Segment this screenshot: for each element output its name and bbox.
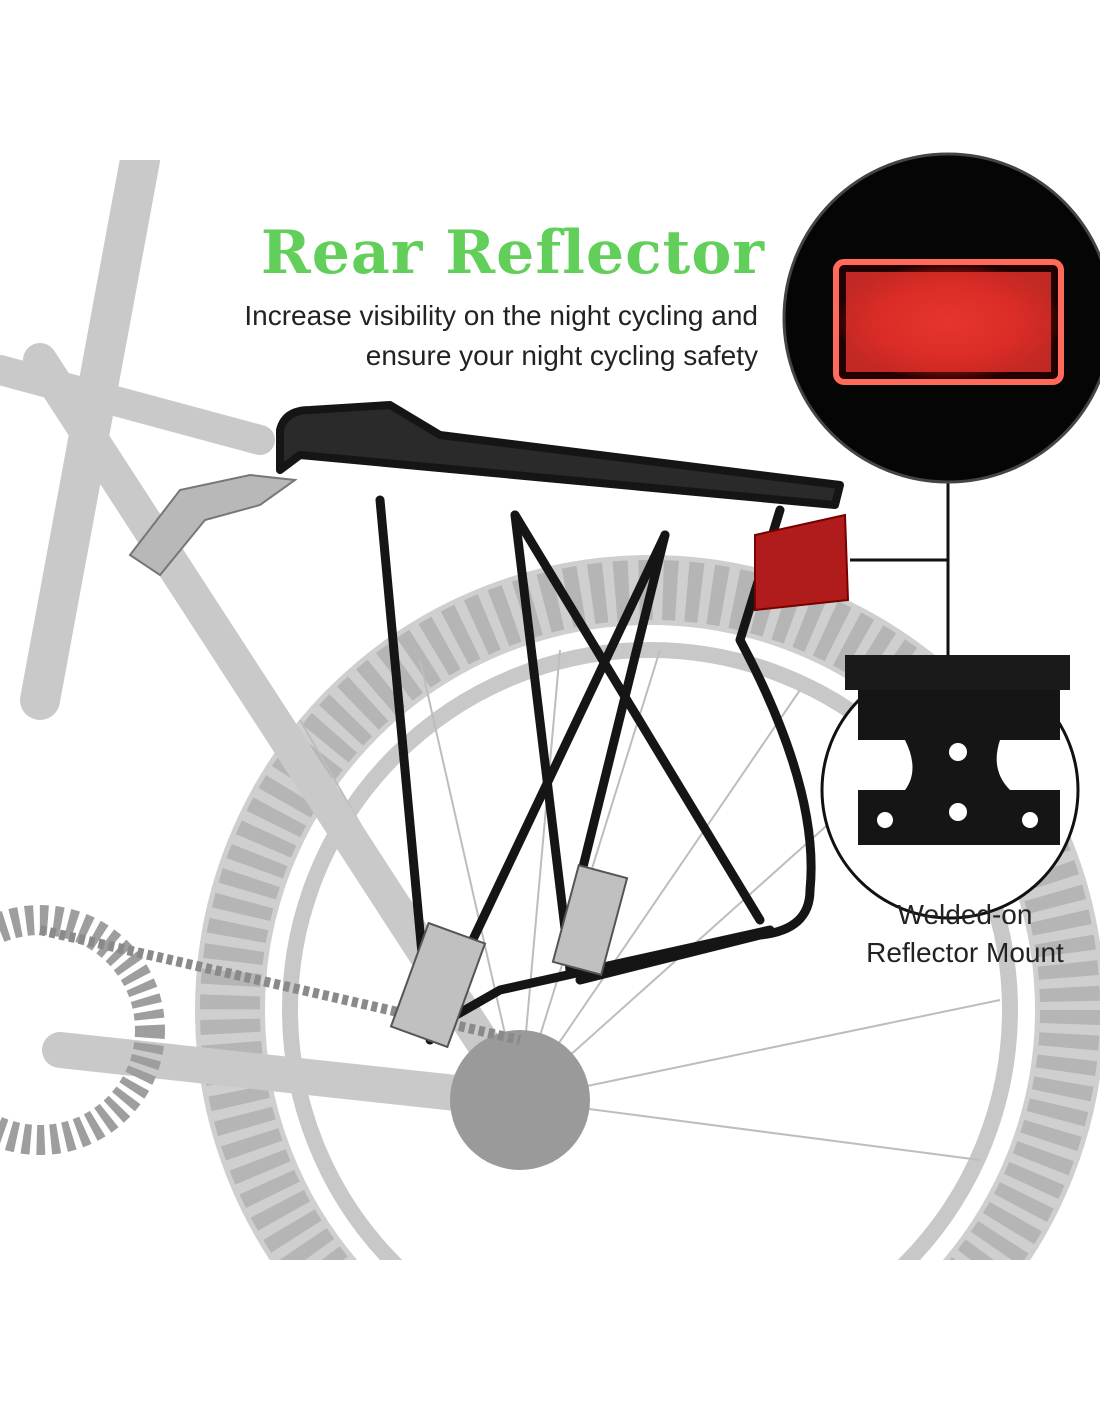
mounting-bracket-left	[389, 921, 487, 1049]
wheel-rim	[282, 642, 1018, 1260]
subtitle-line-2: ensure your night cycling safety	[365, 340, 758, 371]
headline: Rear Reflector	[260, 218, 765, 288]
subtitle-line-1: Increase visibility on the night cycling…	[244, 300, 758, 331]
subtitle: Increase visibility on the night cycling…	[244, 296, 758, 376]
caption-line-1: Welded-on	[897, 899, 1033, 930]
mounting-bracket-right	[551, 864, 629, 976]
seatpost-clamp	[128, 473, 298, 577]
mount-closeup	[820, 655, 1080, 920]
caption-line-2: Reflector Mount	[866, 937, 1064, 968]
rear-reflector	[754, 513, 850, 612]
chainring	[0, 905, 165, 1155]
mount-caption: Welded-on Reflector Mount	[830, 896, 1100, 972]
cassette	[450, 1030, 590, 1170]
reflector-closeup	[782, 152, 1100, 484]
callout-lines	[850, 480, 950, 665]
